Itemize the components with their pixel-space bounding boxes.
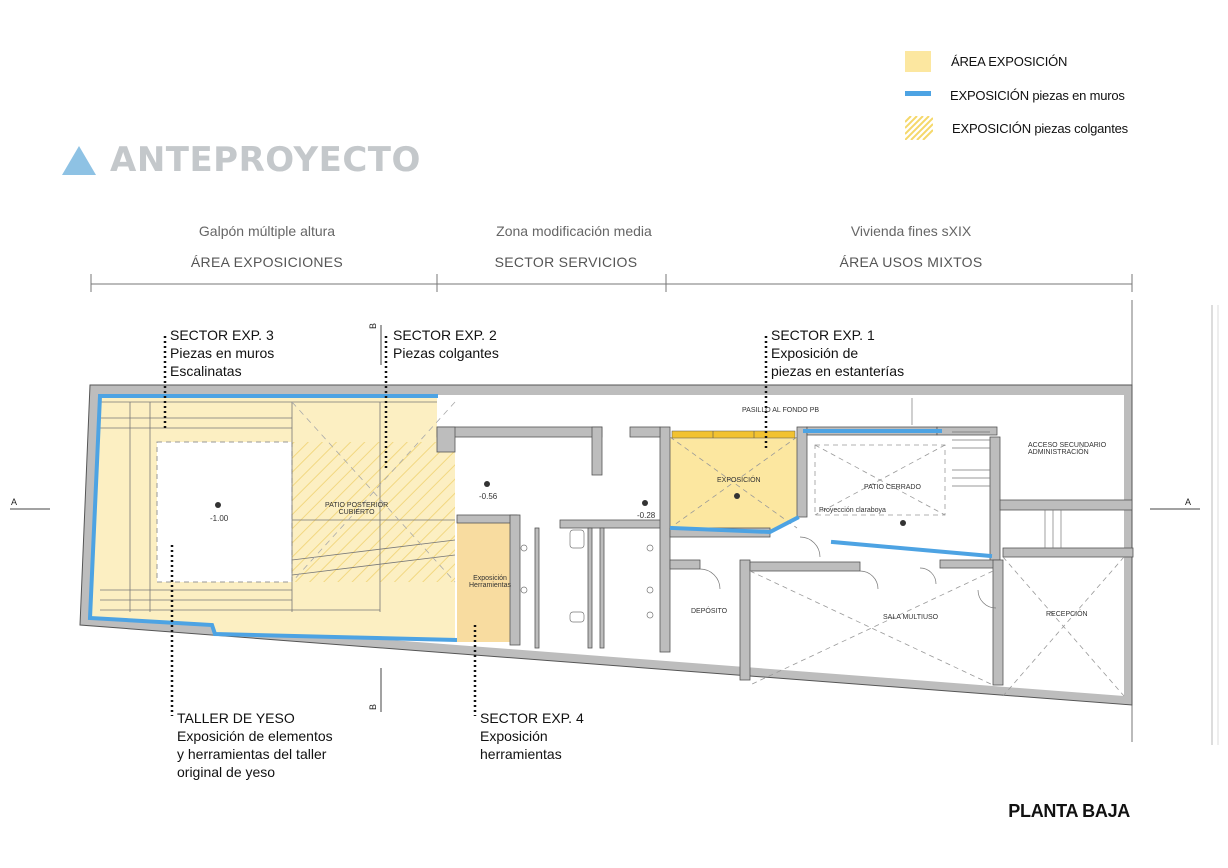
callout-line: Piezas en muros [170,345,275,361]
room-label-expo-herramientas: Exposición Herramientas [469,575,511,589]
zone-subtitle-3: Vivienda fines sXIX [850,223,972,239]
room-label-proyeccion: Proyección claraboya [819,507,886,514]
section-mark-a-left: A [11,497,18,507]
room-label-line: CUBIERTO [338,509,375,516]
shelving-strip [671,430,796,439]
level-label-corridor: -0.28 [637,511,656,520]
callout-sector-3: SECTOR EXP. 3 Piezas en muros Escalinata… [170,326,274,380]
room-label-acceso: ACCESO SECUNDARIO ADMINISTRACIÓN [1028,442,1106,456]
callout-line: y herramientas del taller [177,746,327,762]
callout-line: herramientas [480,746,562,762]
blue-wall-left [87,394,458,643]
callout-line: original de yeso [177,764,276,780]
triangle-icon [62,146,96,175]
callout-title: TALLER DE YESO [177,710,295,726]
callout-title: SECTOR EXP. 3 [170,327,274,343]
section-mark-a-right: A [1185,497,1192,507]
callout-title: SECTOR EXP. 4 [480,710,584,726]
page-title: ANTEPROYECTO [110,140,421,180]
room-label-deposito: DEPÓSITO [691,608,728,615]
brand-heading: ANTEPROYECTO [60,138,421,182]
room-label-line: Exposición [473,575,507,582]
zone-subtitle-2: Zona modificación media [496,223,652,239]
room-label-patio-cerrado: PATIO CERRADO [864,484,921,491]
legend-label-colgantes: EXPOSICIÓN piezas colgantes [952,121,1128,136]
room-label-patio-posterior: PATIO POSTERIOR CUBIERTO [325,502,388,516]
zone-dimension-line [90,274,1133,292]
callout-taller: TALLER DE YESO Exposición de elementos y… [177,709,333,781]
legend-swatch-line [905,91,931,96]
legend-label-muros: EXPOSICIÓN piezas en muros [950,88,1125,103]
callout-sector-2: SECTOR EXP. 2 Piezas colgantes [393,326,499,362]
callout-line: Exposición de [771,345,859,361]
callout-line: Exposición [480,728,548,744]
room-label-sala-multiuso: SALA MULTIUSO [883,614,939,621]
callout-title: SECTOR EXP. 2 [393,327,497,343]
callout-title: SECTOR EXP. 1 [771,327,875,343]
room-label-exposicion: EXPOSICIÓN [717,477,761,484]
section-mark-b-top: B [368,322,379,330]
callout-line: Piezas colgantes [393,345,499,361]
legend-swatch-fill [905,51,931,72]
callout-line: piezas en estanterías [771,363,905,379]
room-label-line: Herramientas [469,582,512,589]
callout-line: Exposición de elementos [177,728,333,744]
callout-line: Escalinatas [170,363,242,379]
zone-title-2: SECTOR SERVICIOS [494,254,638,270]
room-label-pasillo: PASILLO AL FONDO PB [742,407,820,414]
central-void [156,441,293,583]
room-label-line: ADMINISTRACIÓN [1028,449,1089,456]
level-label-service: -0.56 [479,492,498,501]
zone-title-1: ÁREA EXPOSICIONES [190,254,344,270]
room-label-line: PATIO POSTERIOR [325,502,389,509]
room-label-recepcion: RECEPCIÓN [1046,611,1088,618]
zone-title-3: ÁREA USOS MIXTOS [839,254,983,270]
legend-label-area: ÁREA EXPOSICIÓN [951,54,1068,69]
callout-sector-1: SECTOR EXP. 1 Exposición de piezas en es… [771,326,904,380]
level-label-main: -1.00 [210,514,229,523]
legend-swatch-hatch [905,116,933,140]
room-label-line: ACCESO SECUNDARIO [1028,442,1107,449]
sheet-title: PLANTA BAJA [1008,801,1130,821]
section-mark-b-bottom: B [368,703,379,711]
zone-subtitle-1: Galpón múltiple altura [198,223,336,239]
callout-sector-4: SECTOR EXP. 4 Exposición herramientas [480,709,584,763]
